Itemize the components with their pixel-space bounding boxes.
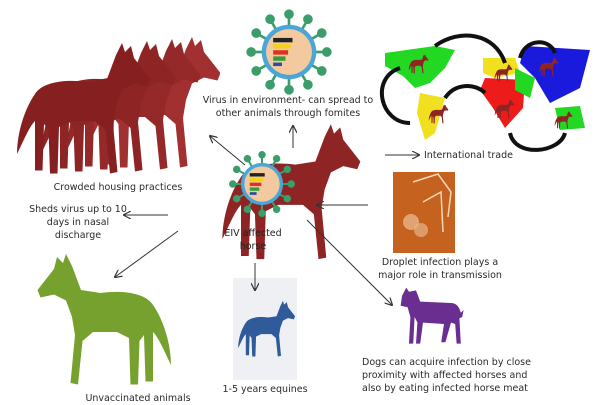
label-line: other animals through fomites <box>215 108 361 119</box>
label-trade: International trade <box>424 150 513 161</box>
label-line: days in nasal <box>46 217 110 228</box>
label-unvaccinated: Unvaccinated animals <box>85 393 191 404</box>
label-line: proximity with affected horses and <box>362 370 528 381</box>
label-center: EIV affected horse <box>222 227 284 253</box>
label-line: major role in transmission <box>378 270 502 281</box>
arrow-to-crowded <box>210 136 246 166</box>
label-dogs: Dogs can acquire infection by close prox… <box>362 356 531 395</box>
label-line: Virus in environment- can spread to <box>202 95 374 106</box>
label-line: discharge <box>54 230 102 241</box>
arrow-to-dogs <box>306 219 392 305</box>
arrow-to-unvaccinated <box>115 230 179 277</box>
label-droplet: Droplet infection plays a major role in … <box>370 256 510 282</box>
label-virus-environment: Virus in environment- can spread to othe… <box>188 94 388 120</box>
label-line: Dogs can acquire infection by close <box>362 357 531 368</box>
label-crowded: Crowded housing practices <box>53 182 183 193</box>
label-line: also by eating infected horse meat <box>362 383 528 394</box>
droplet-infection-image <box>393 172 455 253</box>
foal-image <box>233 278 297 380</box>
label-line: Droplet infection plays a <box>381 257 499 268</box>
label-sheds: Sheds virus up to 10 days in nasal disch… <box>28 203 128 242</box>
world-map-illustration <box>380 33 590 152</box>
label-young: 1-5 years equines <box>222 384 308 395</box>
label-line: EIV affected <box>224 228 282 239</box>
label-line: Sheds virus up to 10 <box>29 204 127 215</box>
label-line: horse <box>239 241 267 252</box>
